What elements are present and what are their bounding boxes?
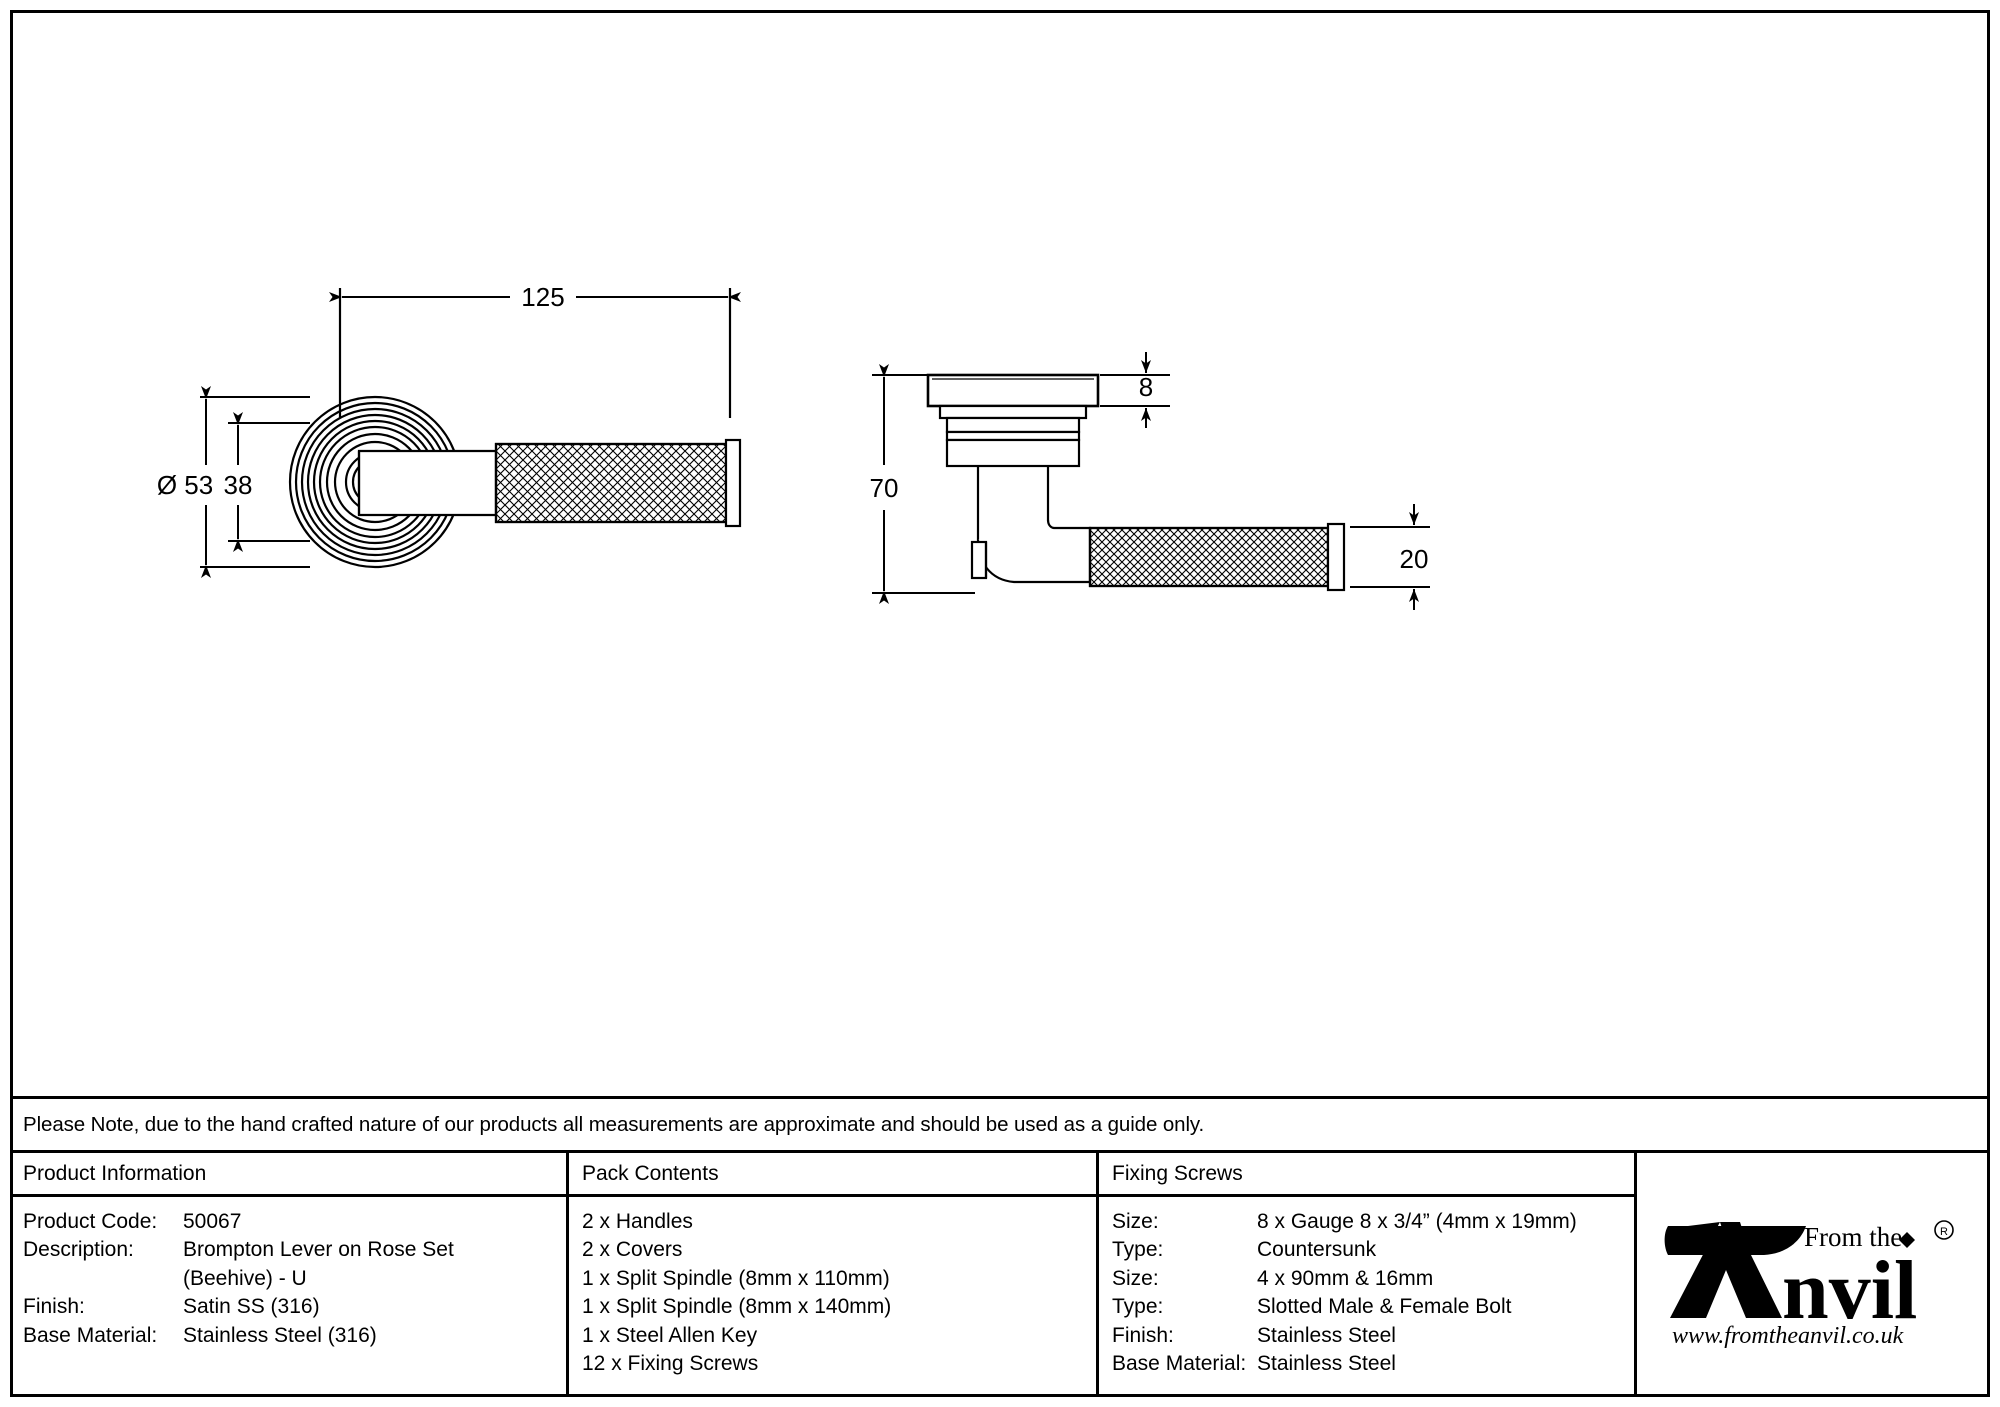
product-information-column: Product Information Product Code: 50067 … <box>10 1153 569 1397</box>
row-value: Stainless Steel <box>1257 1352 1396 1376</box>
table-row: Size: 8 x Gauge 8 x 3/4” (4mm x 19mm) <box>1112 1208 1634 1236</box>
knurled-grip-front <box>494 438 742 528</box>
row-key: Base Material: <box>23 1323 158 1347</box>
row-key: Product Code: <box>23 1210 158 1233</box>
row-value: Countersunk <box>1257 1238 1377 1262</box>
logo-wordmark: nvil <box>1782 1244 1917 1337</box>
brand-logo-column: From the nvil R www.fromtheanvil.co.uk <box>1637 1153 1990 1397</box>
row-value: 8 x Gauge 8 x 3/4” (4mm x 19mm) <box>1257 1210 1577 1233</box>
table-row: Finish: Satin SS (316) <box>23 1293 566 1321</box>
dim-8 <box>1100 352 1170 428</box>
dim-label-20: 20 <box>1400 544 1429 574</box>
from-the-anvil-logo-icon: From the nvil R www.fromtheanvil.co.uk <box>1664 1220 1954 1349</box>
row-value: 50067 <box>183 1210 242 1233</box>
row-key: Type: <box>1112 1295 1164 1319</box>
row-key: Base Material: <box>1112 1352 1247 1376</box>
table-row: Description: Brompton Lever on Rose Set <box>23 1236 566 1264</box>
row-value: Slotted Male & Female Bolt <box>1257 1295 1512 1319</box>
list-item: 2 x Covers <box>582 1238 683 1262</box>
row-key: Description: <box>23 1238 134 1262</box>
rose-plate-side <box>926 373 1100 408</box>
row-value: Satin SS (316) <box>183 1295 320 1319</box>
row-value: Stainless Steel (316) <box>183 1323 377 1347</box>
row-key: Finish: <box>1112 1323 1174 1347</box>
rose-collar-side <box>938 404 1088 468</box>
pack-contents-heading: Pack Contents <box>569 1153 1096 1197</box>
sheet-border <box>10 10 1990 1397</box>
measurement-note-row: Please Note, due to the hand crafted nat… <box>10 1096 1990 1150</box>
list-item: 1 x Split Spindle (8mm x 110mm) <box>582 1266 890 1290</box>
lever-arm-front <box>357 449 498 517</box>
dim-label-rose-diameter: Ø 53 <box>157 470 213 500</box>
row-key: Type: <box>1112 1238 1164 1262</box>
table-row: . (Beehive) - U <box>23 1265 566 1293</box>
logo-tagline: From the <box>1804 1222 1902 1252</box>
registered-trademark-icon: R <box>1940 1226 1948 1238</box>
dim-125 <box>329 288 741 418</box>
row-value: 4 x 90mm & 16mm <box>1257 1266 1434 1290</box>
row-key: Finish: <box>23 1295 85 1319</box>
table-row: Size: 4 x 90mm & 16mm <box>1112 1265 1634 1293</box>
logo-url: www.fromtheanvil.co.uk <box>1672 1323 1904 1349</box>
row-key: Size: <box>1112 1266 1159 1290</box>
dim-label-rose-inner: 38 <box>224 470 253 500</box>
lever-body-side <box>970 519 1092 584</box>
knurled-grip-side <box>1088 522 1346 592</box>
row-key: Size: <box>1112 1210 1159 1233</box>
dim-label-125: 125 <box>521 282 564 312</box>
dim-20 <box>1350 504 1430 610</box>
information-table: Product Information Product Code: 50067 … <box>10 1150 1990 1397</box>
table-row: Type: Countersunk <box>1112 1236 1634 1264</box>
dim-label-8: 8 <box>1139 372 1153 402</box>
table-row: Finish: Stainless Steel <box>1112 1322 1634 1350</box>
table-row: Base Material: Stainless Steel <box>1112 1350 1634 1378</box>
diamond-icon <box>1898 1232 1915 1248</box>
table-row: Product Code: 50067 <box>23 1208 566 1236</box>
row-value: (Beehive) - U <box>183 1266 307 1290</box>
fixing-screws-body: Size: 8 x Gauge 8 x 3/4” (4mm x 19mm) Ty… <box>1099 1197 1634 1379</box>
dim-rose-inner <box>228 412 310 552</box>
list-item: 1 x Steel Allen Key <box>582 1323 758 1347</box>
product-information-body: Product Code: 50067 Description: Brompto… <box>10 1197 566 1350</box>
fixing-screws-column: Fixing Screws Size: 8 x Gauge 8 x 3/4” (… <box>1099 1153 1637 1397</box>
list-item: 2 x Handles <box>582 1210 693 1233</box>
pack-contents-column: Pack Contents 2 x Handles 2 x Covers 1 x… <box>569 1153 1099 1397</box>
fixing-screws-heading: Fixing Screws <box>1099 1153 1634 1197</box>
row-value: Brompton Lever on Rose Set <box>183 1238 454 1262</box>
list-item: 12 x Fixing Screws <box>582 1352 759 1376</box>
dim-label-70: 70 <box>870 473 899 503</box>
table-row: Type: Slotted Male & Female Bolt <box>1112 1293 1634 1321</box>
lever-stem-side <box>976 466 1050 540</box>
table-row: Base Material: Stainless Steel (316) <box>23 1322 566 1350</box>
measurement-note-text: Please Note, due to the hand crafted nat… <box>23 1112 1205 1136</box>
list-item: 1 x Split Spindle (8mm x 140mm) <box>582 1295 892 1319</box>
brand-logo: From the nvil R www.fromtheanvil.co.uk <box>1637 1153 1990 1397</box>
product-information-heading: Product Information <box>10 1153 566 1197</box>
pack-contents-body: 2 x Handles 2 x Covers 1 x Split Spindle… <box>569 1197 1096 1379</box>
technical-drawing-area: 125 Ø 53 38 8 70 20 <box>10 10 1990 870</box>
dim-rose-diameter <box>200 386 310 578</box>
row-value: Stainless Steel <box>1257 1323 1396 1347</box>
